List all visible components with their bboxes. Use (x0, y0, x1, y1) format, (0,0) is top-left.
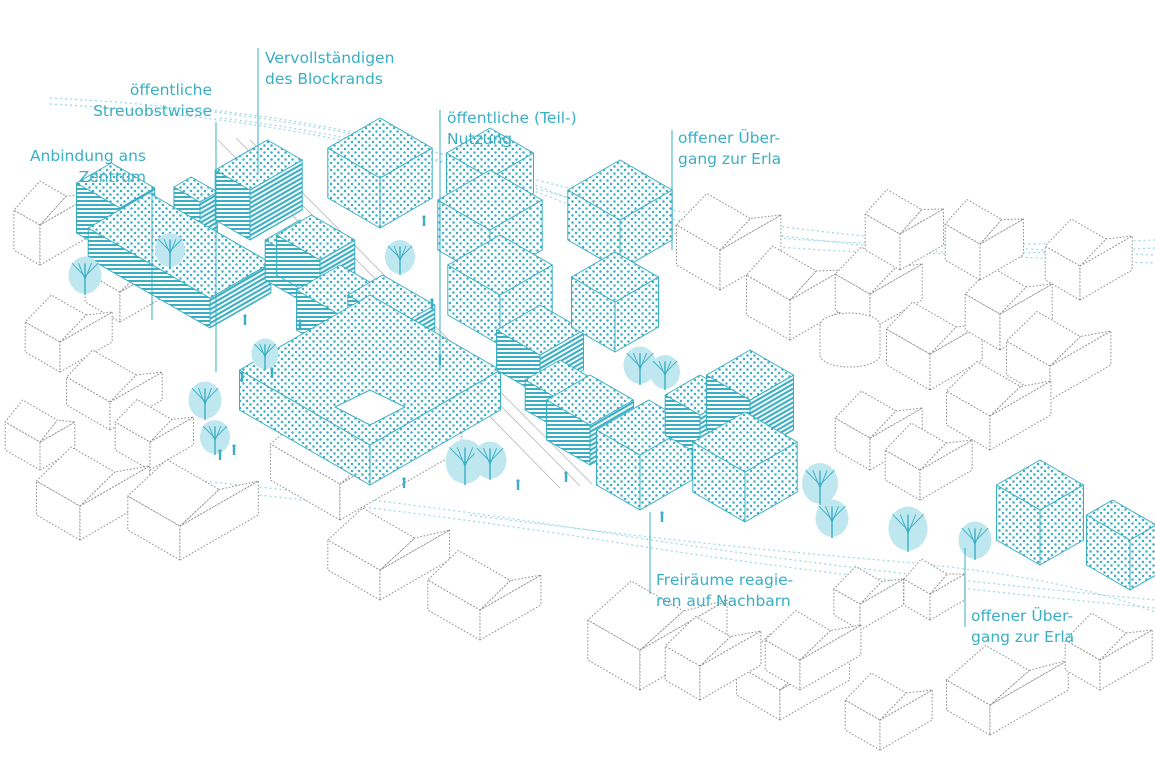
tree-8 (473, 441, 507, 480)
tree-11 (802, 463, 838, 505)
tree-3 (251, 338, 279, 370)
person-1 (243, 314, 247, 325)
new-building-9 (239, 294, 501, 486)
tree-5 (200, 420, 230, 455)
new-building-3 (214, 139, 303, 241)
erla-creek-bottom (169, 477, 1155, 613)
tree-1 (68, 256, 102, 295)
existing-house-32 (664, 616, 762, 701)
existing-house-11 (427, 550, 542, 641)
annotation-anbindung-line2: Zentrum (78, 168, 146, 186)
round-building-wall (819, 325, 881, 368)
annotation-freiraeume: Freiräume reagie- ren auf Nachbarn (656, 570, 793, 612)
existing-house-29 (833, 566, 904, 631)
tree-4 (188, 381, 222, 420)
existing-house-3 (24, 294, 113, 373)
courtyard (334, 389, 406, 426)
new-building-22 (692, 411, 798, 523)
tree-2 (155, 233, 185, 268)
annotation-anbindung: Anbindung ans Zentrum (0, 146, 146, 188)
new-buildings (76, 117, 1155, 591)
tree-14 (958, 521, 992, 560)
annotation-anbindung-line1: Anbindung ans (29, 147, 146, 165)
tree-6 (385, 240, 415, 275)
annotation-uebergang-bottom-line2: gang zur Erla (971, 628, 1075, 646)
tree-13 (888, 506, 928, 552)
person-4 (218, 449, 222, 460)
annotation-blockrand-line1: Vervollständigen (265, 49, 395, 67)
person-6 (402, 477, 406, 488)
annotation-freiraeume-line2: ren auf Nachbarn (656, 592, 791, 610)
existing-house-5 (4, 399, 76, 471)
person-12 (298, 319, 302, 330)
annotation-teilnutzung: öffentliche (Teil-) Nutzung (447, 108, 577, 150)
annotation-uebergang-bottom-line1: offener Über- (971, 607, 1074, 625)
annotation-blockrand: Vervollständigen des Blockrands (265, 48, 394, 90)
new-building-24 (1086, 499, 1155, 591)
person-5 (232, 444, 236, 455)
annotation-streuobstwiese-line2: Streuobstwiese (93, 102, 212, 120)
existing-house-23 (884, 422, 973, 501)
person-11 (422, 215, 426, 226)
existing-house-31 (764, 610, 862, 691)
person-7 (516, 479, 520, 490)
existing-house-21 (946, 361, 1052, 451)
existing-house-12 (676, 193, 782, 291)
existing-house-13 (746, 245, 843, 341)
person-2 (270, 367, 274, 378)
existing-buildings (4, 180, 1153, 751)
annotation-blockrand-line2: des Blockrands (265, 70, 383, 88)
existing-house-18 (944, 199, 1024, 281)
annotation-uebergang-top: offener Über- gang zur Erla (678, 128, 781, 170)
new-building-19 (571, 251, 659, 353)
existing-house-28 (1064, 612, 1153, 691)
annotation-uebergang-top-line2: gang zur Erla (678, 150, 782, 168)
annotation-streuobstwiese: öffentliche Streuobstwiese (60, 80, 212, 122)
existing-house-7 (36, 446, 151, 541)
annotation-streuobstwiese-line1: öffentliche (129, 81, 212, 99)
annotation-uebergang-top-line1: offener Über- (678, 129, 781, 147)
existing-house-10 (327, 507, 451, 601)
existing-house-19 (1044, 218, 1133, 301)
annotation-uebergang-bottom: offener Über- gang zur Erla (971, 606, 1074, 648)
annotation-leaders (151, 48, 966, 627)
existing-house-26 (844, 672, 933, 751)
existing-house-8 (127, 459, 259, 561)
existing-house-30 (903, 558, 966, 621)
existing-house-6 (114, 399, 194, 471)
tree-9 (623, 346, 657, 385)
person-10 (430, 298, 434, 309)
annotation-teilnutzung-line2: Nutzung (447, 130, 513, 148)
person-8 (564, 471, 568, 482)
person-9 (660, 511, 664, 522)
existing-house-27 (946, 645, 1069, 736)
tree-10 (650, 355, 680, 390)
annotation-freiraeume-line1: Freiräume reagie- (656, 571, 794, 589)
new-building-10 (327, 117, 433, 229)
tree-12 (815, 499, 849, 538)
person-3 (240, 371, 244, 382)
annotation-teilnutzung-line1: öffentliche (Teil-) (447, 109, 577, 127)
trees (68, 233, 992, 560)
existing-house-17 (864, 189, 944, 271)
new-building-23 (996, 459, 1084, 566)
new-building-18 (567, 159, 673, 271)
